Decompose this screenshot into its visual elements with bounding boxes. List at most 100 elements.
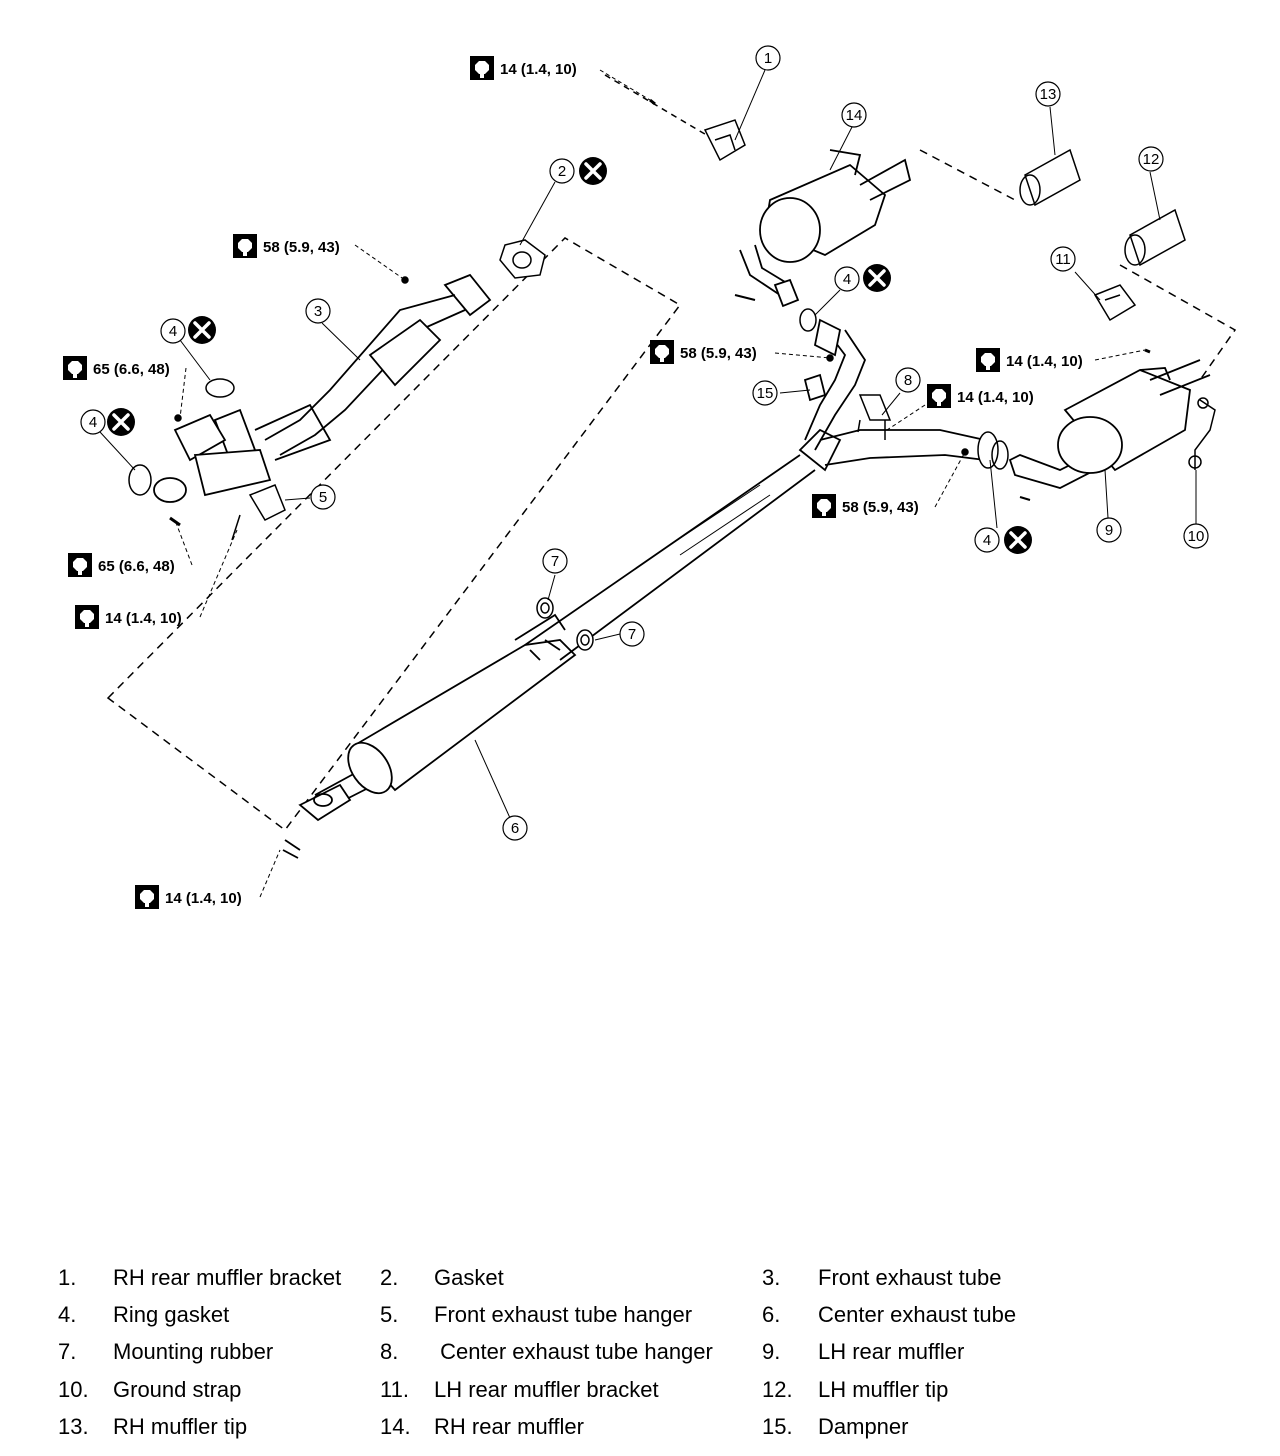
torque-label-10: 58 (5.9, 43) [812,494,919,518]
y-pipe-flange [977,431,1009,470]
callout-number: 4 [89,414,97,431]
legend-label: LH rear muffler bracket [434,1377,659,1402]
center-exhaust-tube [282,454,816,859]
lh-rear-muffler [1008,359,1211,489]
center-exhaust-tube-hanger [857,394,892,440]
ring-gasket-rh [799,308,817,332]
callout-4d [974,527,1000,553]
callout-number: 10 [1188,528,1205,545]
legend-number: 1. [58,1265,77,1290]
bracket1-dashed-line [604,74,716,141]
do-not-reuse-icon [1002,524,1034,556]
rh-muffler-tip [1019,148,1081,207]
parts-legend: 1. RH rear muffler bracket 2. Gasket 3. … [0,1258,1280,1456]
leader-3 [321,322,361,361]
callout-number: 4 [169,323,177,340]
torque-value: 58 (5.9, 43) [842,499,919,516]
leader-t3 [179,367,187,419]
callout-number: 14 [846,107,863,124]
front-exhaust-tube [153,273,492,503]
leader-4a [179,339,211,381]
legend-number: 5. [380,1302,399,1327]
torque-label-3: 65 (6.6, 48) [63,356,170,380]
legend-number: 14. [380,1414,411,1439]
torque-label-8: 14 (1.4, 10) [976,348,1083,372]
legend-label: LH muffler tip [818,1377,949,1402]
callout-number: 9 [1105,522,1113,539]
do-not-reuse-icon [186,314,218,346]
legend-label: Gasket [434,1265,504,1290]
torque-label-4: 65 (6.6, 48) [68,553,175,577]
legend-number: 6. [762,1302,781,1327]
leader-2 [519,181,556,246]
callout-number: 1 [764,50,772,67]
legend-label: Front exhaust tube hanger [434,1302,693,1327]
torque-value: 14 (1.4, 10) [957,389,1034,406]
callout-4c [834,266,860,292]
legend-label: RH muffler tip [113,1414,248,1439]
front-exhaust-tube-hanger [231,484,286,541]
rh-tip-dashed-line [919,149,1016,201]
callout-number: 8 [904,372,912,389]
callout-number: 7 [628,626,636,643]
callout-number: 11 [1055,251,1071,268]
callout-number: 3 [314,303,322,320]
legend-number: 3. [762,1265,781,1290]
legend-label: LH rear muffler [818,1339,965,1364]
callout-number: 4 [843,271,851,288]
leader-t6 [259,849,281,898]
leader-1 [734,69,766,141]
torque-value: 14 (1.4, 10) [500,61,577,78]
legend-label: RH rear muffler [434,1414,584,1439]
legend-number: 15. [762,1414,793,1439]
leader-t8 [1094,349,1146,361]
leader-7a [547,574,556,601]
mounting-rubber-lower [576,629,594,651]
leader-t10 [934,451,966,508]
legend-number: 7. [58,1339,77,1364]
legend-label: Ground strap [113,1377,242,1402]
callout-4b [80,409,106,435]
mounting-rubber-upper [536,597,554,619]
assembly-dashed-outline [106,237,682,832]
lh-muffler-tip [1124,208,1186,267]
torque-value: 58 (5.9, 43) [263,239,340,256]
do-not-reuse-icon [577,155,609,187]
torque-value: 65 (6.6, 48) [93,361,170,378]
callout-number: 12 [1143,151,1160,168]
ring-gasket-upper [205,378,235,398]
ground-strap [1188,397,1216,470]
callout-number: 7 [551,553,559,570]
callout-2 [549,158,575,184]
leader-14 [829,126,853,171]
torque-label-7: 58 (5.9, 43) [650,340,757,364]
torque-value: 14 (1.4, 10) [1006,353,1083,370]
legend-label: Dampner [818,1414,909,1439]
legend-number: 12. [762,1377,793,1402]
legend-label: Ring gasket [113,1302,230,1327]
legend-number: 8. [380,1339,399,1364]
leader-11 [1074,271,1101,301]
callout-number: 2 [558,163,566,180]
torque-value: 58 (5.9, 43) [680,345,757,362]
leader-t5 [199,529,238,618]
callout-7a [542,548,568,574]
callout-1 [755,45,781,71]
legend-number: 10. [58,1377,89,1402]
legend-label: Front exhaust tube [818,1265,1002,1290]
callout-number: 13 [1040,86,1057,103]
torque-label-9: 14 (1.4, 10) [927,384,1034,408]
leader-9 [1104,469,1109,519]
leader-12 [1149,171,1161,221]
callout-11 [1050,246,1076,272]
legend-label: RH rear muffler bracket [113,1265,342,1290]
legend-label: Center exhaust tube hanger [434,1339,713,1364]
do-not-reuse-icon [105,406,137,438]
leader-t2 [354,244,406,281]
legend-number: 2. [380,1265,399,1290]
leader-13 [1049,106,1056,156]
leader-4c [814,289,841,316]
leader-7b [594,633,621,641]
leader-t1 [599,69,651,101]
leader-6 [474,739,511,819]
